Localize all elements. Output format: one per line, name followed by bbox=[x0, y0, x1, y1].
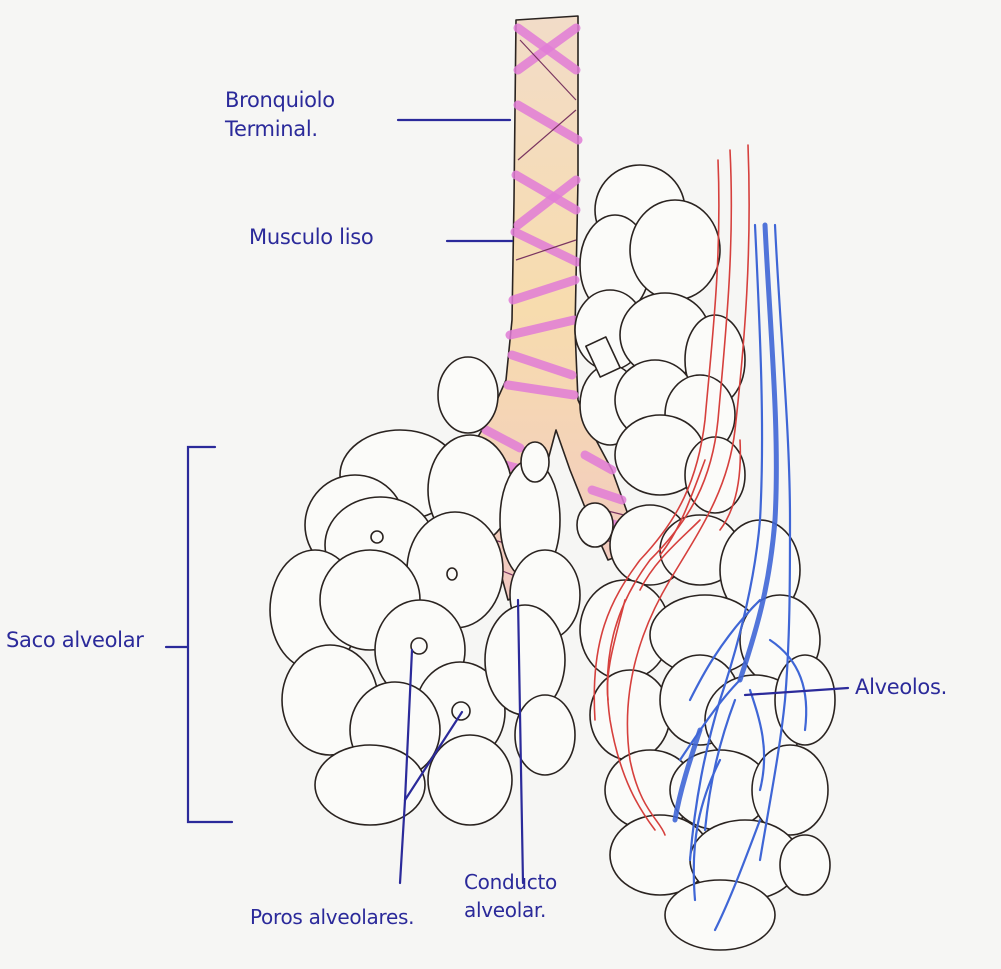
label-alveolos: Alveolos. bbox=[855, 672, 947, 704]
label-poros-alveolares: Poros alveolares. bbox=[250, 902, 414, 932]
label-musculo-liso: Musculo liso bbox=[249, 222, 373, 254]
alveoli-right bbox=[575, 165, 835, 950]
label-conducto-alveolar: Conducto alveolar. bbox=[464, 868, 557, 924]
label-bronquiolo-terminal: Bronquiolo Terminal. bbox=[225, 86, 335, 145]
label-saco-alveolar: Saco alveolar bbox=[6, 625, 144, 657]
